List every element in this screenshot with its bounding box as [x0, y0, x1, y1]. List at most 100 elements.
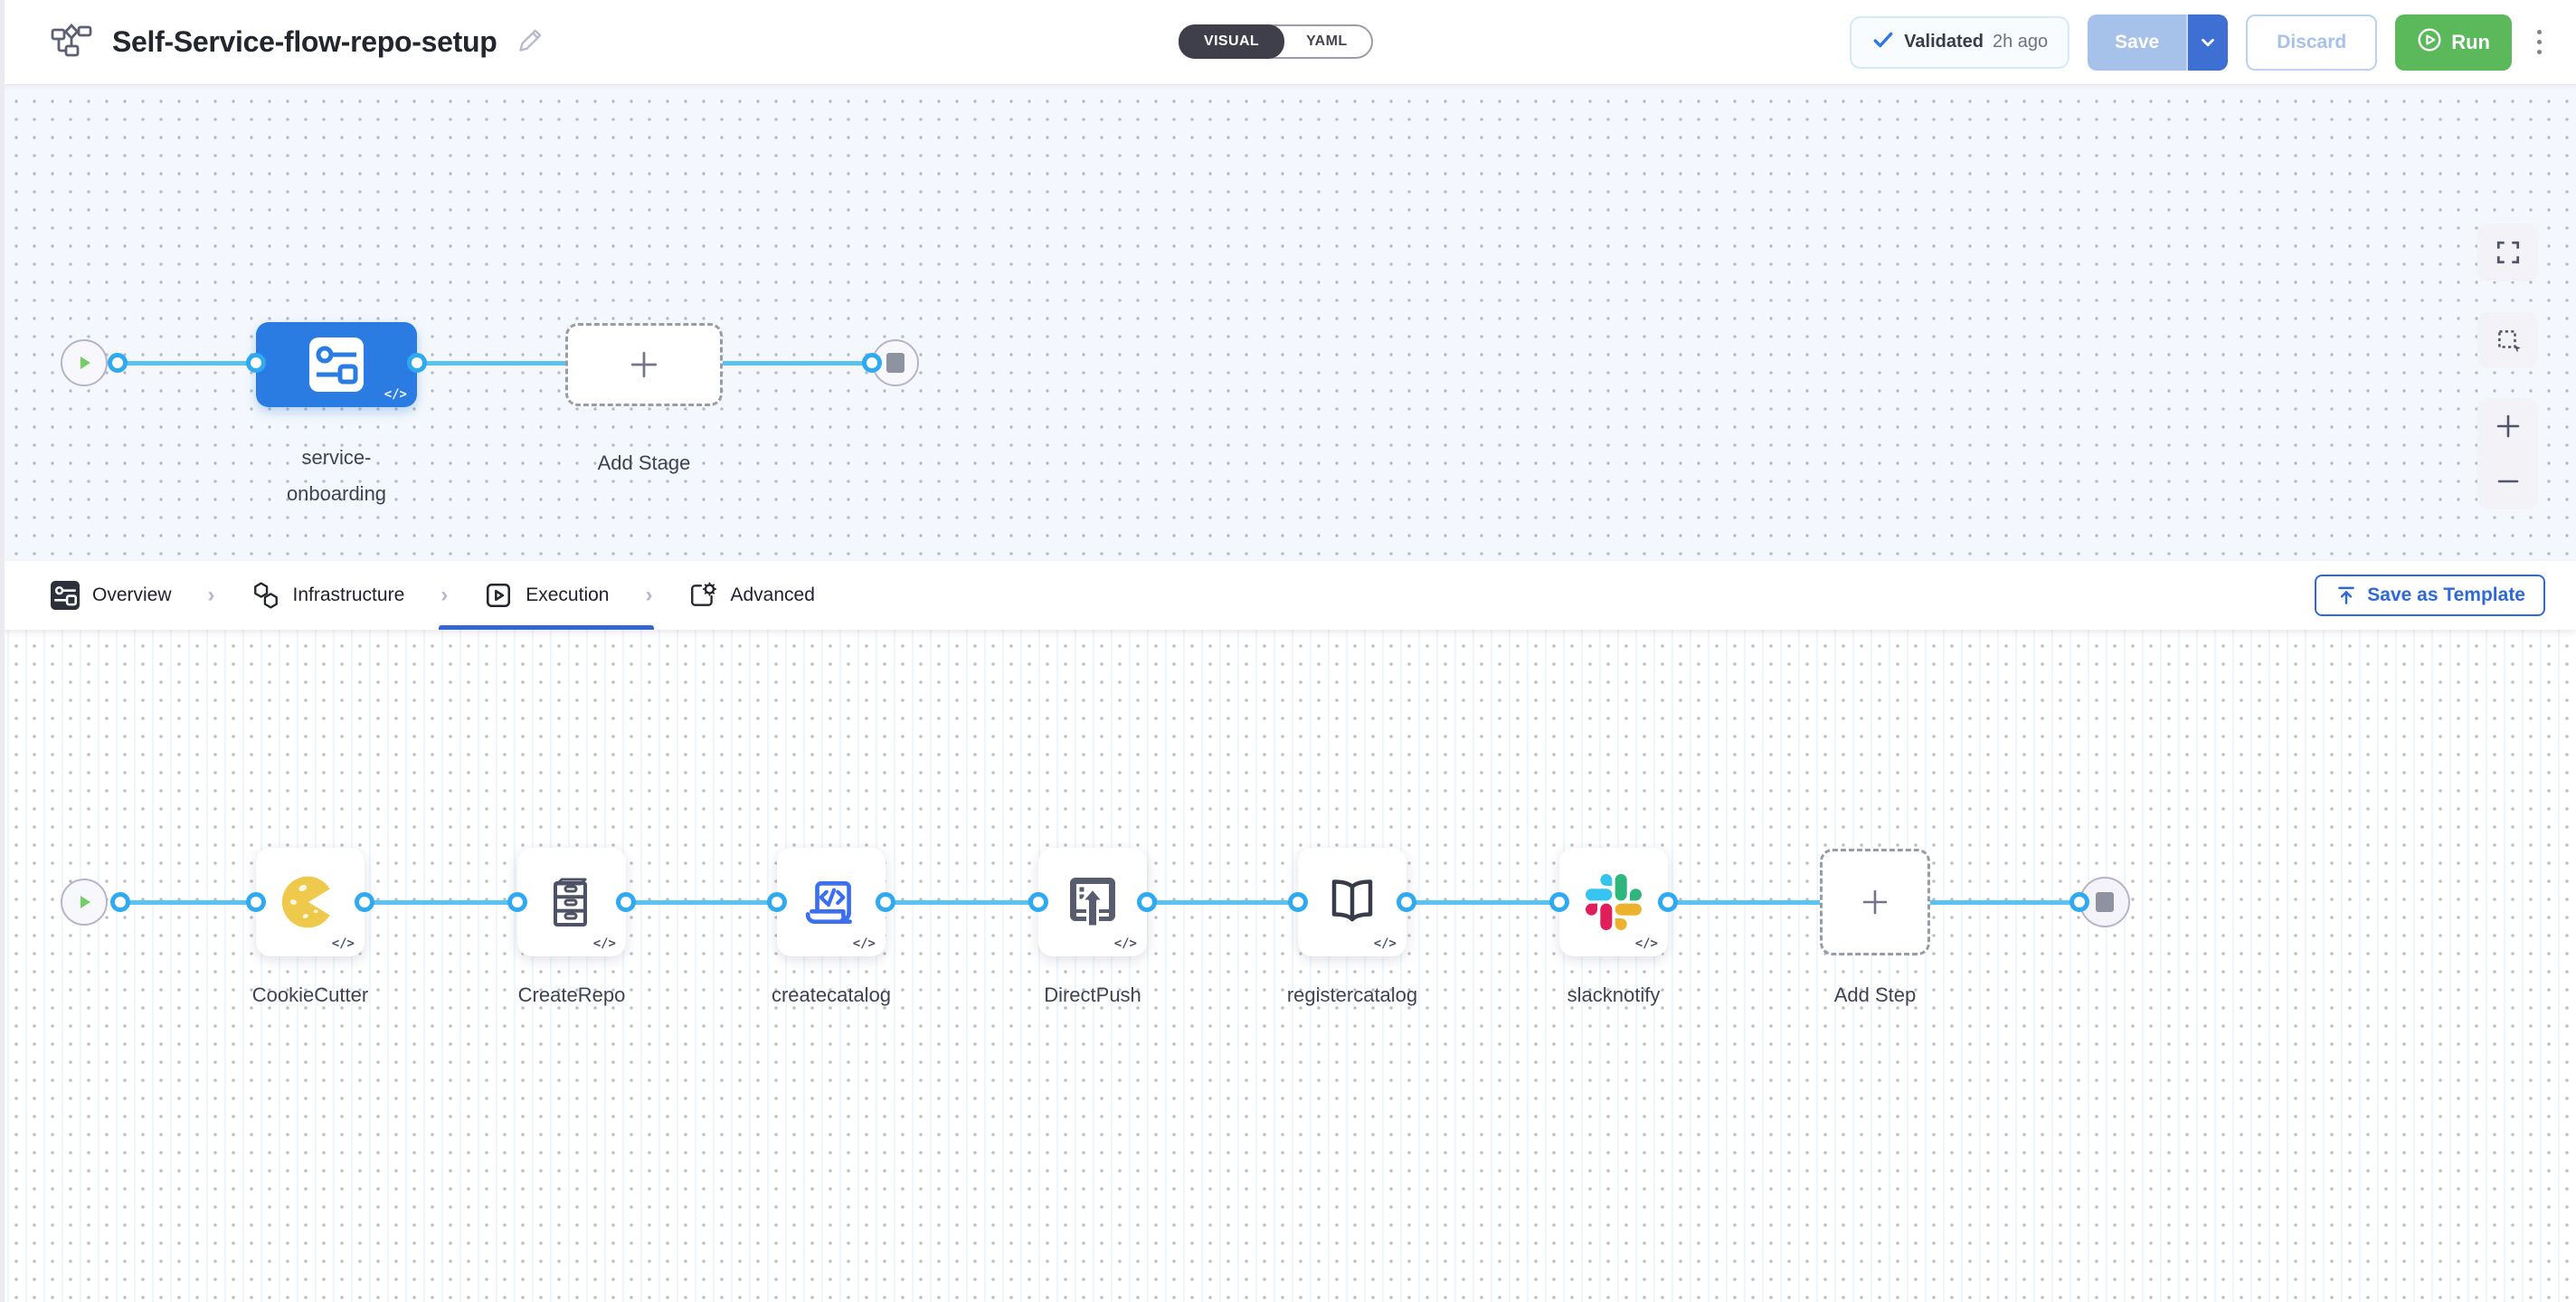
code-badge: </>: [1634, 936, 1658, 951]
step-card-cookiecutter[interactable]: </>: [256, 848, 365, 956]
code-badge: </>: [384, 387, 407, 402]
tab-label: Execution: [526, 584, 610, 605]
chevron-right-icon: ›: [645, 583, 653, 607]
save-split-button: Save: [2088, 14, 2229, 71]
stop-square-icon: [2096, 892, 2114, 912]
step-card-directpush[interactable]: </>: [1038, 848, 1147, 956]
add-step-label: Add Step: [1833, 984, 1917, 1006]
tab-overview[interactable]: Overview: [18, 561, 204, 630]
run-play-icon: [2417, 27, 2442, 58]
tab-advanced[interactable]: Advanced: [656, 561, 847, 630]
chevron-down-icon: [2202, 38, 2215, 46]
step-card-createrepo[interactable]: </>: [517, 848, 626, 956]
validated-time: 2h ago: [1992, 32, 2049, 52]
port-dot: [1288, 892, 1308, 912]
zoom-out-button[interactable]: [2477, 454, 2538, 510]
validated-label: Validated: [1904, 32, 1984, 52]
save-button[interactable]: Save: [2088, 14, 2187, 71]
port-dot: [246, 353, 266, 373]
edit-pencil-icon[interactable]: [516, 25, 545, 59]
tab-label: Overview: [92, 584, 172, 605]
collapsed-nav-edge: [0, 0, 5, 1302]
advanced-icon: [691, 582, 717, 606]
connector-line: [113, 361, 882, 366]
port-dot: [110, 892, 130, 912]
visual-yaml-toggle: VISUAL YAML: [1179, 24, 1373, 59]
port-dot: [108, 353, 128, 373]
execution-start-node: [61, 879, 108, 926]
save-as-template-button[interactable]: Save as Template: [2315, 575, 2545, 616]
header-left: Self-Service-flow-repo-setup: [51, 0, 545, 84]
port-dot: [1028, 892, 1048, 912]
zoom-in-button[interactable]: [2477, 398, 2538, 454]
step-card-createcatalog[interactable]: </>: [777, 848, 886, 956]
page-title: Self-Service-flow-repo-setup: [112, 25, 497, 58]
code-badge: </>: [1373, 936, 1397, 951]
chevron-right-icon: ›: [207, 583, 215, 607]
drawer-cabinet-icon: [554, 878, 587, 927]
port-dot: [246, 892, 266, 912]
stage-tabbar: Overview › Infrastructure › Execution › …: [0, 561, 2576, 630]
infrastructure-icon: [253, 582, 278, 609]
tab-execution[interactable]: Execution: [439, 561, 655, 630]
marquee-select-icon: [2497, 330, 2521, 352]
plus-icon: [1862, 889, 1888, 915]
open-book-icon: [1331, 879, 1373, 922]
push-upload-icon: [1070, 878, 1115, 928]
add-stage-button[interactable]: [565, 323, 723, 406]
add-stage-label: Add Stage: [597, 451, 691, 474]
port-dot: [407, 353, 427, 373]
run-button[interactable]: Run: [2395, 14, 2512, 71]
pipeline-start-node: [61, 339, 108, 386]
save-options-caret[interactable]: [2186, 14, 2229, 71]
port-dot: [355, 892, 374, 912]
stage-node-service-onboarding[interactable]: </>: [256, 322, 417, 407]
header-actions: Validated 2h ago Save Discard Run: [1850, 0, 2549, 84]
port-dot: [616, 892, 636, 912]
stop-square-icon: [886, 353, 904, 373]
play-triangle-icon: [80, 896, 90, 908]
discard-button[interactable]: Discard: [2246, 14, 2378, 71]
port-dot: [862, 353, 882, 373]
marquee-select-button[interactable]: [2477, 312, 2538, 368]
port-dot: [876, 892, 895, 912]
play-triangle-icon: [80, 356, 90, 369]
port-dot: [1658, 892, 1678, 912]
execution-icon: [487, 583, 511, 608]
port-dot: [2069, 892, 2089, 912]
save-as-template-label: Save as Template: [2367, 584, 2525, 605]
port-dot: [1397, 892, 1416, 912]
tab-label: Infrastructure: [292, 584, 405, 605]
validated-badge[interactable]: Validated 2h ago: [1850, 15, 2070, 69]
execution-canvas: </> </> </>: [0, 630, 2576, 1302]
cookiecutter-icon: [281, 876, 330, 928]
step-card-registercatalog[interactable]: </>: [1298, 848, 1406, 956]
toggle-yaml[interactable]: YAML: [1306, 33, 1348, 49]
toggle-visual[interactable]: VISUAL: [1179, 24, 1285, 59]
step-label: slacknotify: [1567, 984, 1661, 1006]
step-label: CookieCutter: [251, 984, 369, 1006]
check-icon: [1871, 28, 1895, 56]
step-label: DirectPush: [1044, 984, 1141, 1006]
port-dot: [1549, 892, 1569, 912]
code-badge: </>: [592, 936, 616, 951]
step-label: registercatalog: [1286, 984, 1418, 1006]
step-label: createcatalog: [771, 984, 892, 1006]
stage-canvas: </> service-onboarding Add Stage: [0, 85, 2576, 561]
code-badge: </>: [1113, 936, 1137, 951]
add-step-button[interactable]: [1820, 849, 1930, 955]
tab-label: Advanced: [730, 584, 815, 605]
code-badge: </>: [852, 936, 876, 951]
plus-icon: [2496, 414, 2519, 438]
fullscreen-button[interactable]: [2477, 223, 2538, 281]
more-options-kebab-icon[interactable]: [2530, 24, 2549, 60]
port-dot: [767, 892, 787, 912]
overview-icon: [51, 581, 80, 610]
tab-infrastructure[interactable]: Infrastructure: [219, 561, 438, 630]
run-label: Run: [2451, 30, 2490, 53]
chevron-right-icon: ›: [440, 583, 449, 607]
pipeline-flowchart-icon: [51, 21, 92, 63]
step-card-slacknotify[interactable]: </>: [1559, 848, 1668, 956]
fullscreen-icon: [2496, 241, 2519, 264]
stage-type-icon: [309, 337, 364, 392]
